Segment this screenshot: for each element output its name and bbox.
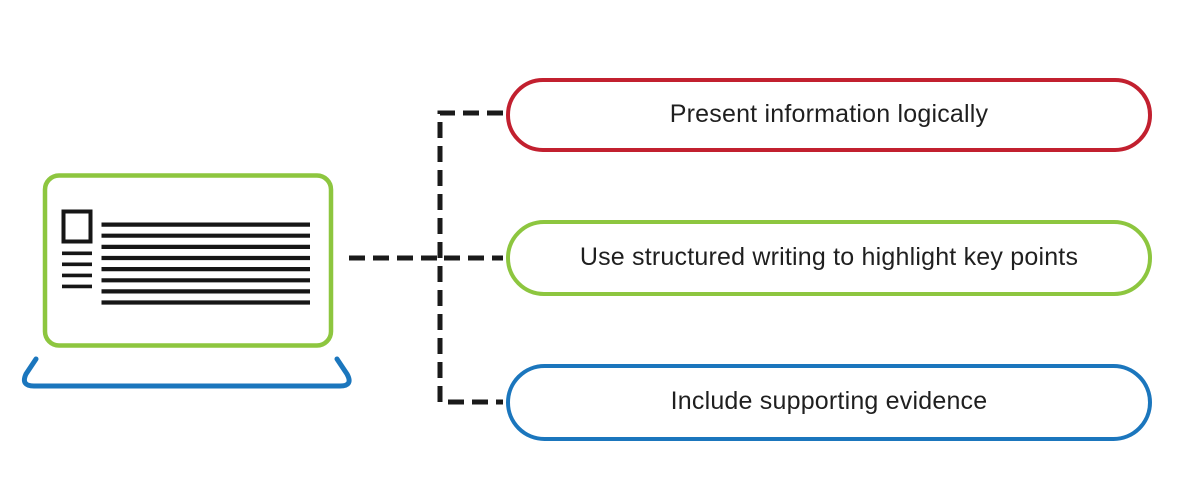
node-label: Present information logically <box>669 99 989 128</box>
connector-trunk-top-bottom <box>437 110 503 405</box>
node-label: Include supporting evidence <box>670 387 988 415</box>
document-short-lines <box>62 251 92 289</box>
document-image-box <box>61 209 93 244</box>
laptop-screen-outline <box>42 173 334 348</box>
node-structured-writing: Use structured writing to highlight key … <box>506 220 1152 296</box>
dashed-connector-lines <box>349 110 503 405</box>
node-supporting-evidence: Include supporting evidence <box>506 364 1152 441</box>
node-label: Use structured writing to highlight key … <box>579 242 1079 271</box>
document-long-lines <box>101 222 310 305</box>
laptop-document-icon <box>21 173 352 389</box>
laptop-base <box>21 356 352 389</box>
node-present-information: Present information logically <box>506 78 1152 152</box>
